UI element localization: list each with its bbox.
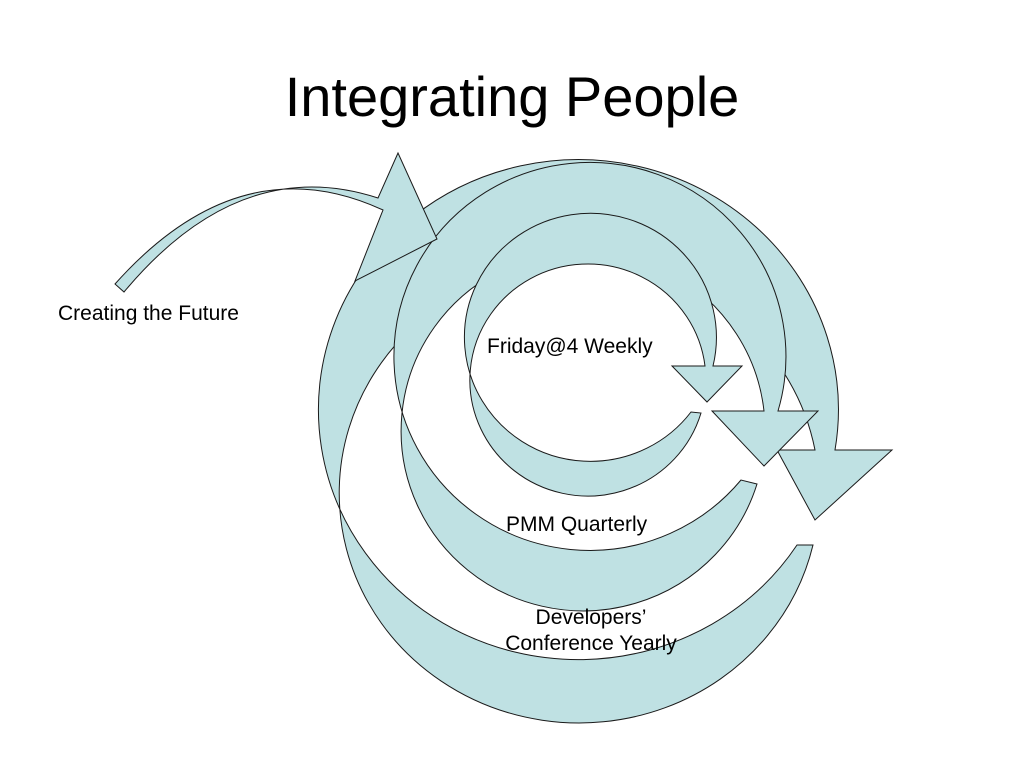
creating-the-future-label: Creating the Future bbox=[58, 302, 239, 325]
incoming-arrow bbox=[114, 151, 438, 293]
yearly-label: Developers’ Conference Yearly bbox=[480, 605, 702, 657]
slide-title: Integrating People bbox=[284, 65, 740, 128]
quarterly-cycle-arrow bbox=[393, 161, 820, 612]
yearly-label-line-2: Conference Yearly bbox=[505, 632, 677, 655]
weekly-cycle-arrow bbox=[463, 212, 744, 497]
quarterly-label: PMM Quarterly bbox=[506, 513, 648, 536]
weekly-label: Friday@4 Weekly bbox=[487, 335, 653, 358]
yearly-label-line-1: Developers’ bbox=[535, 606, 647, 629]
